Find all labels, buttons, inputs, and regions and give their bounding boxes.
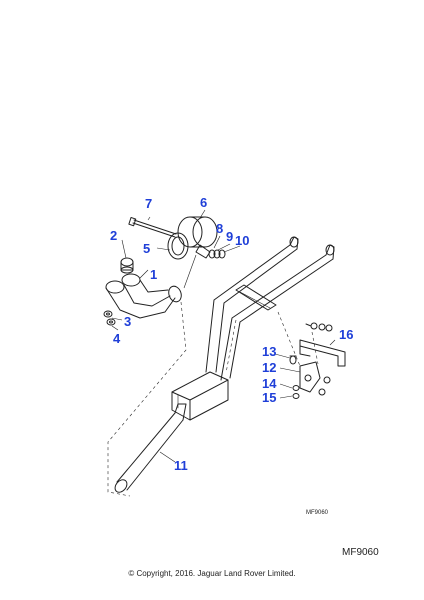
callout-16: 16 bbox=[339, 327, 354, 342]
hanger-assembly bbox=[289, 355, 331, 399]
callout-15: 15 bbox=[262, 390, 277, 405]
dashed-assembly-lines bbox=[107, 301, 319, 497]
figure-ref-large: MF9060 bbox=[342, 547, 379, 558]
pipe-bracket bbox=[235, 284, 277, 311]
pipe-clamp bbox=[177, 216, 218, 259]
mounting-bracket bbox=[299, 322, 346, 367]
manifold-downpipe bbox=[105, 273, 182, 319]
callout-9: 9 bbox=[226, 229, 234, 244]
callout-2: 2 bbox=[110, 228, 118, 243]
callout-3: 3 bbox=[124, 314, 132, 329]
clamp-bolt bbox=[128, 217, 177, 238]
tail-pipe bbox=[114, 403, 187, 493]
callout-4: 4 bbox=[113, 331, 121, 346]
rubber-mount bbox=[120, 257, 134, 274]
callout-1: 1 bbox=[150, 267, 158, 282]
silencer-box bbox=[171, 371, 229, 421]
callout-10: 10 bbox=[235, 233, 250, 248]
figure-ref-small: MF9060 bbox=[306, 510, 329, 516]
callout-13: 13 bbox=[262, 344, 277, 359]
callout-7: 7 bbox=[145, 196, 153, 211]
washer-nut-set bbox=[103, 310, 116, 326]
leader-lines bbox=[111, 209, 336, 463]
callout-14: 14 bbox=[262, 376, 277, 391]
callout-5: 5 bbox=[143, 241, 151, 256]
callout-12: 12 bbox=[262, 360, 277, 375]
callout-11: 11 bbox=[174, 458, 188, 473]
clamp-nuts bbox=[208, 249, 226, 259]
callout-6: 6 bbox=[200, 195, 208, 210]
twin-downpipes bbox=[205, 236, 335, 381]
copyright-notice: © Copyright, 2016. Jaguar Land Rover Lim… bbox=[128, 569, 296, 578]
callout-8: 8 bbox=[216, 221, 224, 236]
